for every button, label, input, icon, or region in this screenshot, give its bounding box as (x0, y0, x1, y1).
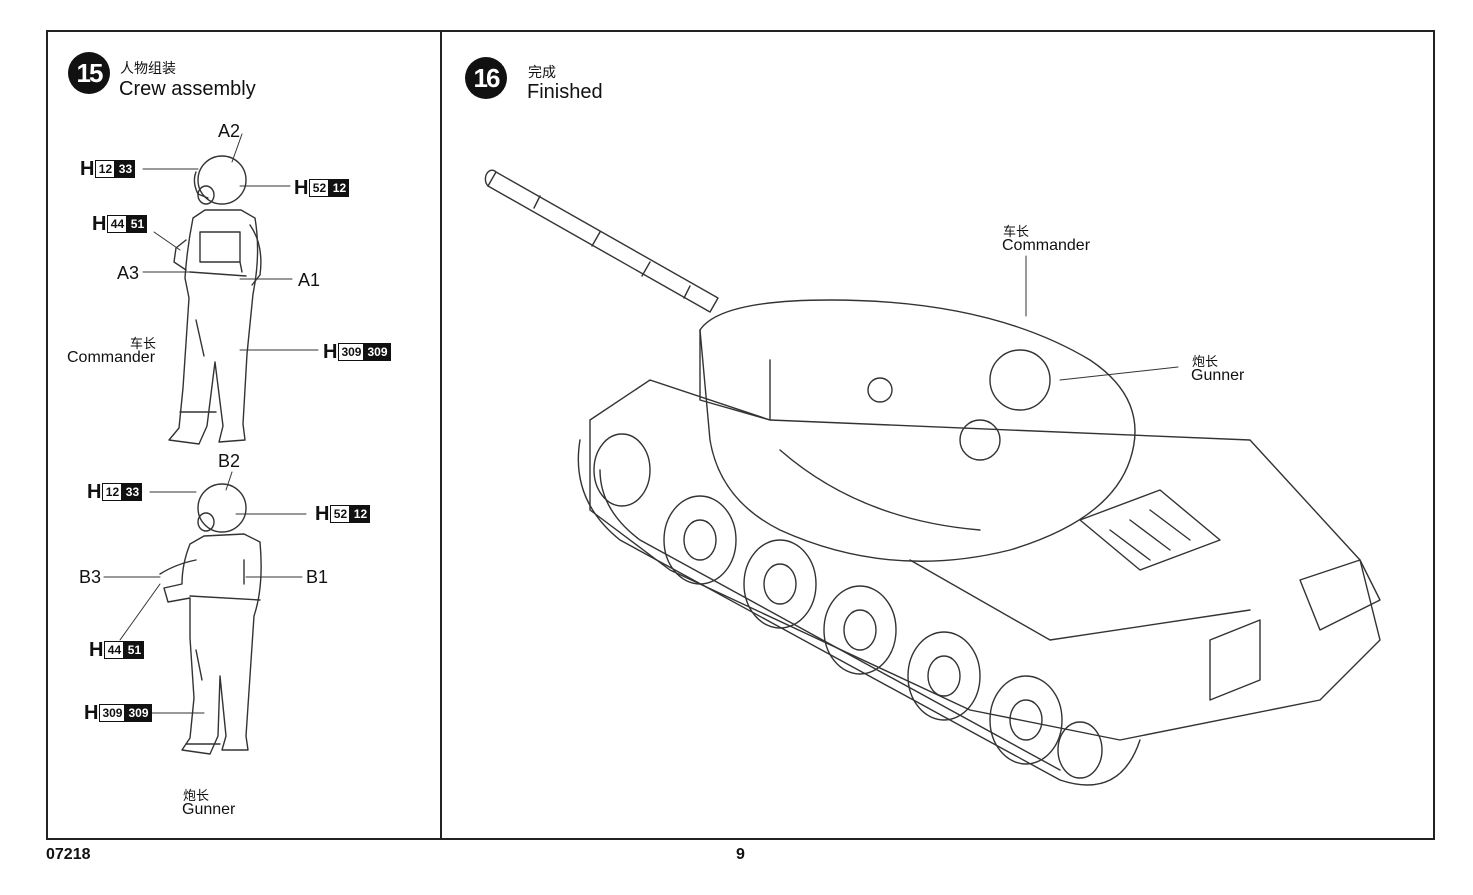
paint-code-black: 33 (122, 483, 143, 501)
step-16-title-en: Finished (527, 81, 603, 103)
commander-caption-cn: 车长 (130, 336, 157, 351)
paint-code-white: 52 (330, 505, 351, 523)
paint-callout-h44-51: H 44 51 (89, 639, 145, 661)
gunner-caption-en: Gunner (182, 801, 236, 818)
paint-letter: H (87, 481, 102, 503)
gunner-figure-illustration (159, 483, 262, 755)
paint-code-white: 44 (104, 641, 125, 659)
paint-letter: H (294, 177, 309, 199)
part-label-a3: A3 (117, 263, 140, 283)
gunner-caption-cn: 炮长 (183, 788, 210, 803)
paint-letter: H (92, 213, 107, 235)
paint-letter: H (84, 702, 99, 724)
paint-letter: H (323, 341, 338, 363)
paint-code-black: 309 (125, 704, 152, 722)
step-15-title-cn: 人物组装 (120, 60, 176, 76)
paint-code-black: 51 (124, 641, 145, 659)
step-15-number-badge: 15 (68, 52, 110, 94)
commander-caption-en: Commander (67, 349, 156, 366)
tank-commander-label-en: Commander (1002, 237, 1091, 254)
paint-callout-h52-12: H 52 12 (315, 503, 371, 525)
paint-code-white: 309 (338, 343, 365, 361)
tank-gunner-label-cn: 炮长 (1192, 354, 1219, 369)
part-label-b1: B1 (306, 567, 329, 587)
product-code: 07218 (46, 846, 91, 863)
paint-code-white: 12 (102, 483, 123, 501)
paint-callout-h52-12: H 52 12 (294, 177, 350, 199)
step-15-title-en: Crew assembly (119, 78, 256, 100)
paint-letter: H (80, 158, 95, 180)
paint-code-black: 51 (127, 215, 148, 233)
paint-letter: H (315, 503, 330, 525)
part-label-b3: B3 (79, 567, 102, 587)
panel-divider (440, 30, 442, 840)
paint-code-white: 52 (309, 179, 330, 197)
part-label-b2: B2 (218, 451, 241, 471)
tank-gunner-label-en: Gunner (1191, 367, 1245, 384)
paint-code-black: 309 (364, 343, 391, 361)
paint-code-black: 12 (329, 179, 350, 197)
part-label-a1: A1 (298, 270, 321, 290)
step-16-title-cn: 完成 (528, 64, 556, 80)
paint-callout-h12-33: H 12 33 (80, 158, 136, 180)
paint-callout-h44-51: H 44 51 (92, 213, 148, 235)
step-16-number-badge: 16 (465, 57, 507, 99)
paint-code-black: 33 (115, 160, 136, 178)
paint-letter: H (89, 639, 104, 661)
paint-callout-h309-309: H 309 309 (84, 702, 152, 724)
paint-code-black: 12 (350, 505, 371, 523)
paint-callout-h309-309: H 309 309 (323, 341, 391, 363)
paint-callout-h12-33: H 12 33 (87, 481, 143, 503)
tank-commander-label-cn: 车长 (1003, 224, 1030, 239)
paint-code-white: 309 (99, 704, 126, 722)
paint-code-white: 12 (95, 160, 116, 178)
part-label-a2: A2 (218, 121, 241, 141)
paint-code-white: 44 (107, 215, 128, 233)
instruction-frame (46, 30, 1435, 840)
commander-figure-illustration (168, 155, 262, 445)
page-number: 9 (736, 846, 745, 863)
finished-tank-illustration (484, 169, 1381, 786)
